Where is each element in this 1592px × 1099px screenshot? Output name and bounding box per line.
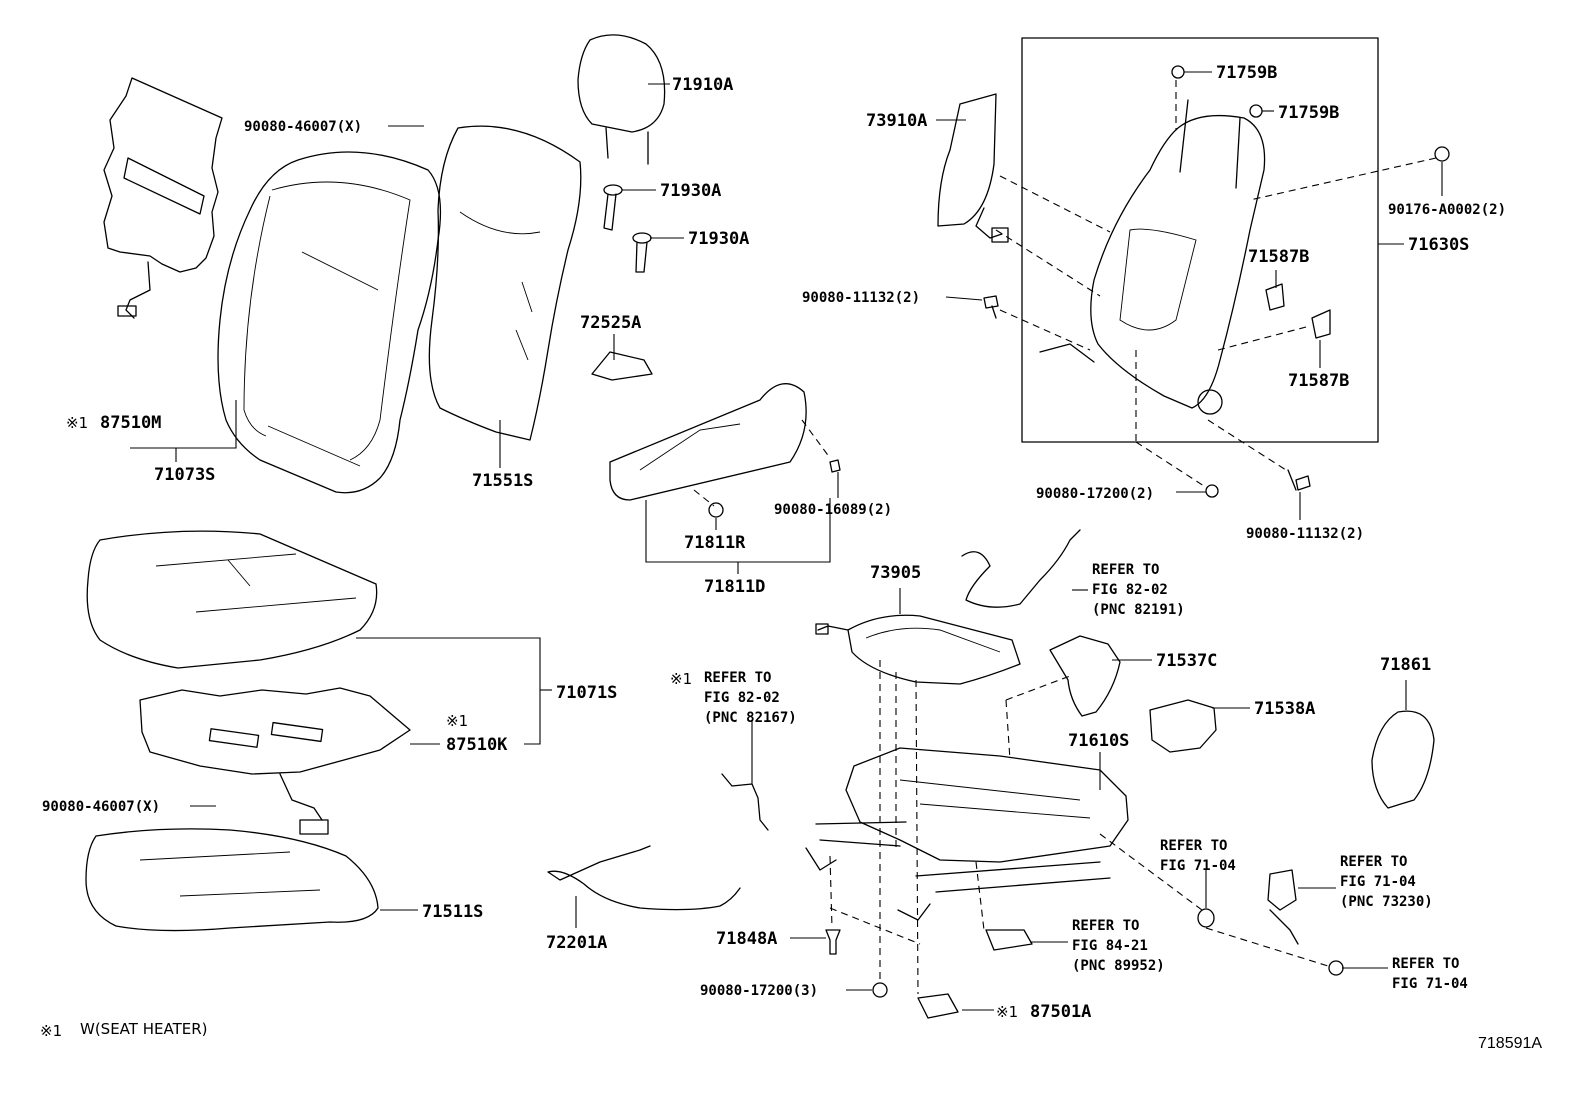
seat-heater-module-drawing xyxy=(815,614,1021,685)
label-71759B-2: 71759B xyxy=(1278,103,1339,123)
label-90080-17200-b: 90080-17200(3) xyxy=(700,983,818,999)
nut-71759B-1-drawing xyxy=(1171,65,1185,79)
label-73910A: 73910A xyxy=(866,111,927,131)
seatback-frame-box xyxy=(1021,37,1379,443)
side-cover-73910A-drawing xyxy=(937,93,1009,243)
legend-text: W(SEAT HEATER) xyxy=(80,1020,207,1038)
label-71551S: 71551S xyxy=(472,471,533,491)
label-90080-11132-a: 90080-11132(2) xyxy=(802,290,920,306)
label-90080-11132-b: 90080-11132(2) xyxy=(1246,526,1364,542)
label-90080-46007-b: 90080-46007(X) xyxy=(42,799,160,815)
label-72201A: 72201A xyxy=(546,933,607,953)
wire-72201A-drawing xyxy=(547,845,741,911)
legend-mark: ※1 xyxy=(40,1022,62,1040)
cushion-pad-drawing xyxy=(85,828,379,932)
label-87510M: 87510M xyxy=(100,413,161,433)
bracket-71537C-drawing xyxy=(1049,635,1121,717)
label-71073S: 71073S xyxy=(154,465,215,485)
label-90080-17200-a: 90080-17200(2) xyxy=(1036,486,1154,502)
switch-89952-drawing xyxy=(985,929,1033,951)
nut-7104b-drawing xyxy=(1328,960,1344,976)
refer-82191-line3: (PNC 82191) xyxy=(1092,602,1185,618)
label-71511S: 71511S xyxy=(422,902,483,922)
clip-71587B-1-drawing xyxy=(1265,283,1285,311)
leader-lines xyxy=(130,71,1443,1011)
label-71538A: 71538A xyxy=(1254,699,1315,719)
side-shield-71861-drawing xyxy=(1371,710,1435,809)
clip-71848A-drawing xyxy=(825,929,841,955)
label-71848A: 71848A xyxy=(716,929,777,949)
nut-90080-17200-a-drawing xyxy=(1205,484,1219,498)
label-71759B-1: 71759B xyxy=(1216,63,1277,83)
seatback-pad-drawing xyxy=(428,125,582,441)
refer-82167-line2: FIG 82-02 xyxy=(704,690,780,706)
harness-82191-drawing xyxy=(961,529,1081,608)
refer-73230-line3: (PNC 73230) xyxy=(1340,894,1433,910)
bolt-90080-11132-b-drawing xyxy=(1287,469,1311,491)
label-71811R: 71811R xyxy=(684,533,746,553)
headrest-guide-drawing xyxy=(603,184,652,273)
cushion-cover-drawing xyxy=(86,530,378,669)
label-71587B-2: 71587B xyxy=(1288,371,1349,391)
seat-frame-drawing xyxy=(805,747,1129,921)
label-73905: 73905 xyxy=(870,563,921,583)
label-71930A-2: 71930A xyxy=(688,229,749,249)
label-71537C: 71537C xyxy=(1156,651,1217,671)
refer-82191-line1: REFER TO xyxy=(1092,562,1159,578)
sensor-87501A-drawing xyxy=(917,993,959,1019)
refer-82191-line2: FIG 82-02 xyxy=(1092,582,1168,598)
recliner-cover-drawing xyxy=(609,383,841,518)
dashed-guides xyxy=(693,80,1437,995)
label-71910A: 71910A xyxy=(672,75,733,95)
washer-7104a-drawing xyxy=(1197,908,1215,928)
refer-89952-line1: REFER TO xyxy=(1072,918,1139,934)
refer-73230-line2: FIG 71-04 xyxy=(1340,874,1416,890)
mark-87510M: ※1 xyxy=(66,414,88,432)
label-87510K: 87510K xyxy=(446,735,508,755)
label-90176-A0002: 90176-A0002(2) xyxy=(1388,202,1506,218)
headrest-drawing xyxy=(577,34,666,165)
label-90080-46007-a: 90080-46007(X) xyxy=(244,119,362,135)
mark-82167: ※1 xyxy=(670,670,692,688)
refer-7104a-line1: REFER TO xyxy=(1160,838,1227,854)
label-72525A: 72525A xyxy=(580,313,641,333)
label-90080-16089: 90080-16089(2) xyxy=(774,502,892,518)
nut-90176-drawing xyxy=(1434,146,1450,162)
cushion-heater-pad-drawing xyxy=(139,687,411,835)
seatback-frame-drawing xyxy=(1039,99,1266,415)
bolt-90080-11132-a-drawing xyxy=(983,295,999,319)
harness-82167-drawing xyxy=(721,773,769,831)
label-71587B-1: 71587B xyxy=(1248,247,1309,267)
label-71630S: 71630S xyxy=(1408,235,1469,255)
refer-7104b-line2: FIG 71-04 xyxy=(1392,976,1468,992)
nut-71759B-2-drawing xyxy=(1249,104,1263,118)
nut-90080-17200-b-drawing xyxy=(872,982,888,998)
clip-71587B-2-drawing xyxy=(1311,309,1331,339)
label-71610S: 71610S xyxy=(1068,731,1129,751)
label-71071S: 71071S xyxy=(556,683,617,703)
refer-89952-line2: FIG 84-21 xyxy=(1072,938,1148,954)
refer-73230-line1: REFER TO xyxy=(1340,854,1407,870)
diagram-id: 718591A xyxy=(1478,1035,1542,1052)
label-71930A-1: 71930A xyxy=(660,181,721,201)
refer-82167-line3: (PNC 82167) xyxy=(704,710,797,726)
seatback-cover-drawing xyxy=(217,151,442,494)
mark-87510K: ※1 xyxy=(446,712,468,730)
clip-72525A-drawing xyxy=(591,351,653,381)
seatbelt-buckle-drawing xyxy=(1267,869,1299,945)
seatback-heater-pad-drawing xyxy=(103,77,223,319)
refer-89952-line3: (PNC 89952) xyxy=(1072,958,1165,974)
refer-7104a-line2: FIG 71-04 xyxy=(1160,858,1236,874)
label-87501A: 87501A xyxy=(1030,1002,1091,1022)
refer-82167-line1: REFER TO xyxy=(704,670,771,686)
label-71811D: 71811D xyxy=(704,577,765,597)
bracket-71538A-drawing xyxy=(1149,699,1217,753)
mark-87501A: ※1 xyxy=(996,1003,1018,1021)
label-71861: 71861 xyxy=(1380,655,1431,675)
refer-7104b-line1: REFER TO xyxy=(1392,956,1459,972)
